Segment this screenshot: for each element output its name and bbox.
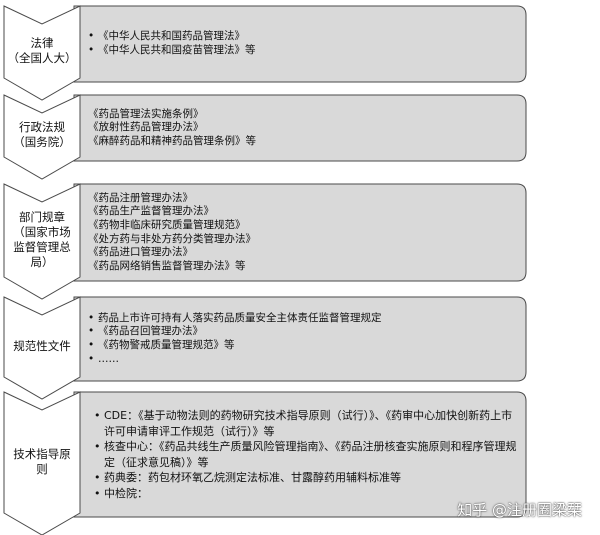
item-text: 核查中心：《药品共线生产质量风险管理指南》、《药品注册核查实施原则和程序管理规定… [104,440,517,469]
bullet: • [88,325,95,338]
tier-5: 技术指导原 则•CDE：《基于动物法则的药物研究技术指导原则（试行）》、《药审中… [0,391,600,535]
item-text: 中检院： [104,486,148,500]
item-text: CDE：《基于动物法则的药物研究技术指导原则（试行）》、《药审中心加快创新药上市… [104,409,513,438]
tier-2: 行政法规 （国务院） 《药品管理法实施条例》《放射性药品管理办法》《麻醉药品和精神… [0,94,600,180]
tier-items: 《药品注册管理办法》《药品生产监督管理办法》《药物非临床研究质量管理规范》《处方… [80,186,518,279]
item-text: 药品上市许可持有人落实药品质量安全主体责任监督管理规定 [98,311,382,324]
chevron-arrow [3,391,81,535]
chevron-arrow [3,94,81,180]
content-box [73,5,527,83]
item-text: 《药物非临床研究质量管理规范》 [88,218,246,231]
list-item: •《药物警戒质量管理规范》等 [88,339,518,353]
item-text: 《麻醉药品和精神药品管理条例》等 [88,134,256,147]
item-text: 《药物警戒质量管理规范》等 [98,339,235,351]
bullet: • [88,352,95,365]
content-box [73,391,527,518]
item-text: 《药品召回管理办法》 [98,325,203,338]
bullet: • [94,471,101,484]
chevron-arrow [3,183,81,300]
list-item: •中检院： [94,486,518,502]
list-item: •CDE：《基于动物法则的药物研究技术指导原则（试行）》、《药审中心加快创新药上… [94,408,518,439]
tier-label: 法律 （全国人大） [7,36,77,65]
list-item: 《放射性药品管理办法》 [88,121,518,135]
content-box [73,296,527,382]
tier-label: 规范性文件 [13,338,71,353]
tier-4: 规范性文件•药品上市许可持有人落实药品质量安全主体责任监督管理规定•《药品召回管… [0,296,600,400]
tier-label: 技术指导原 则 [13,446,71,476]
list-item: •…… [88,353,518,367]
list-item: 《麻醉药品和精神药品管理条例》等 [88,135,518,149]
tier-items: 《药品管理法实施条例》《放射性药品管理办法》《麻醉药品和精神药品管理条例》等 [80,97,518,159]
item-text: 《药品生产监督管理办法》 [88,205,214,218]
list-item: 《药物非临床研究质量管理规范》 [88,219,518,233]
list-item: •《中华人民共和国药品管理法》 [88,30,518,44]
bullet: • [88,30,95,43]
item-text: 《放射性药品管理办法》 [88,121,204,134]
tier-items: •药品上市许可持有人落实药品质量安全主体责任监督管理规定•《药品召回管理办法》•… [80,299,518,379]
list-item: •《药品召回管理办法》 [88,325,518,339]
item-text: 《药品管理法实施条例》 [88,107,204,120]
tier-label: 行政法规 （国务院） [13,120,71,149]
list-item: 《药品进口管理办法》 [88,246,518,260]
content-box [73,94,527,162]
list-item: •《中华人民共和国疫苗管理法》等 [88,44,518,58]
list-item: •药典委：药包材环氧乙烷测定法标准、甘露醇药用辅料标准等 [94,470,518,486]
list-item: •核查中心：《药品共线生产质量风险管理指南》、《药品注册核查实施原则和程序管理规… [94,439,518,470]
content-box [73,183,527,282]
bullet: • [88,339,95,351]
list-item: 《处方药与非处方药分类管理办法》 [88,233,518,247]
bullet: • [88,311,95,324]
tier-label: 部门规章 （国家市场 监督管理总 局） [13,209,71,269]
bullet: • [88,44,95,56]
tier-items: •《中华人民共和国药品管理法》•《中华人民共和国疫苗管理法》等 [80,8,518,80]
chevron-arrow [3,5,81,101]
bullet: • [94,409,101,422]
chevron-arrow [3,296,81,400]
bullet: • [94,440,101,453]
bullet: • [94,486,101,500]
watermark: 知乎 @注册圈梁栞 [457,501,582,519]
item-text: 《中华人民共和国疫苗管理法》等 [98,44,256,56]
list-item: •药品上市许可持有人落实药品质量安全主体责任监督管理规定 [88,312,518,326]
list-item: 《药品网络销售监督管理办法》等 [88,260,518,274]
list-item: 《药品注册管理办法》 [88,192,518,206]
item-text: 药典委：药包材环氧乙烷测定法标准、甘露醇药用辅料标准等 [104,471,401,484]
list-item: 《药品生产监督管理办法》 [88,205,518,219]
tier-items: •CDE：《基于动物法则的药物研究技术指导原则（试行）》、《药审中心加快创新药上… [80,394,518,515]
item-text: 《中华人民共和国药品管理法》 [98,30,245,43]
item-text: 《药品进口管理办法》 [88,246,193,259]
item-text: 《药品注册管理办法》 [88,191,193,204]
tier-1: 法律 （全国人大）•《中华人民共和国药品管理法》•《中华人民共和国疫苗管理法》等 [0,5,600,101]
list-item: 《药品管理法实施条例》 [88,108,518,122]
item-text: …… [98,352,119,365]
tier-3: 部门规章 （国家市场 监督管理总 局）《药品注册管理办法》《药品生产监督管理办法… [0,183,600,300]
item-text: 《处方药与非处方药分类管理办法》 [88,232,256,245]
item-text: 《药品网络销售监督管理办法》等 [88,259,246,272]
